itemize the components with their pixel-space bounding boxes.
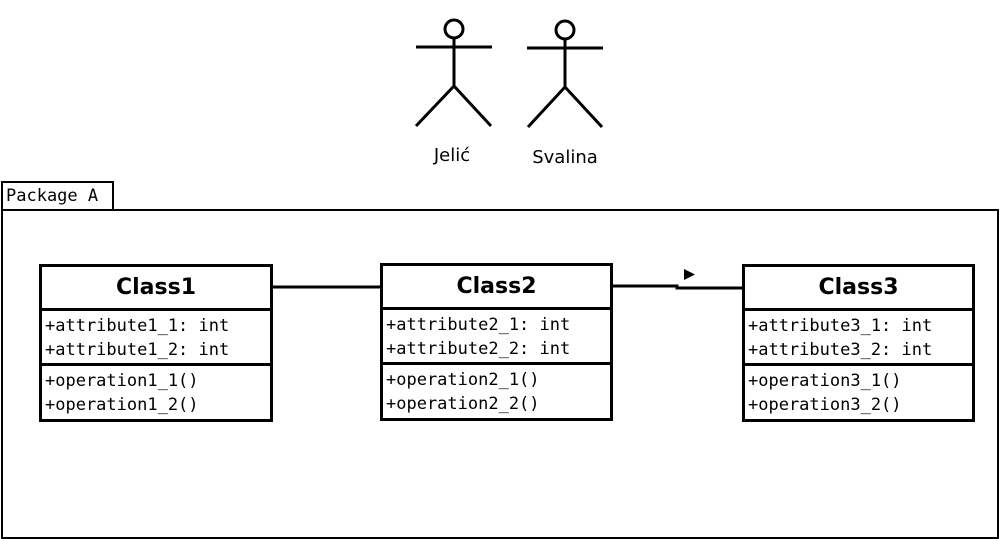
direction-arrow-icon — [684, 269, 695, 280]
actor-figure-jelic — [414, 18, 493, 128]
class-operation: +operation2_2() — [386, 394, 540, 414]
class-attribute: +attribute1_1: int — [45, 316, 230, 336]
actor-label-svalina: Svalina — [532, 147, 598, 168]
class-name: Class2 — [383, 266, 610, 310]
association-class2-class3 — [611, 269, 743, 290]
class-operation: +operation2_1() — [386, 370, 540, 390]
class-operations: +operation3_1() +operation3_2() — [745, 366, 972, 417]
class-name: Class3 — [745, 267, 972, 311]
class-attributes: +attribute2_1: int +attribute2_2: int — [383, 310, 610, 365]
actor-label-jelic: Jelić — [433, 145, 471, 166]
class-operations: +operation2_1() +operation2_2() — [383, 365, 610, 416]
class-operation: +operation1_1() — [45, 371, 199, 391]
package-label: Package A — [6, 186, 99, 206]
class-operation: +operation1_2() — [45, 395, 199, 415]
class-box-class1: Class1 +attribute1_1: int +attribute1_2:… — [39, 264, 273, 422]
class-name: Class1 — [42, 267, 270, 311]
actor-figure-svalina — [526, 19, 604, 129]
class-attribute: +attribute3_2: int — [748, 340, 933, 360]
class-attribute: +attribute2_2: int — [386, 339, 571, 359]
class-attribute: +attribute1_2: int — [45, 340, 230, 360]
class-attribute: +attribute2_1: int — [386, 315, 571, 335]
class-operation: +operation3_1() — [748, 371, 902, 391]
package-tab: Package A — [1, 181, 114, 209]
class-box-class2: Class2 +attribute2_1: int +attribute2_2:… — [380, 263, 613, 421]
class-operation: +operation3_2() — [748, 395, 902, 415]
class-attribute: +attribute3_1: int — [748, 316, 933, 336]
class-box-class3: Class3 +attribute3_1: int +attribute3_2:… — [742, 264, 975, 422]
class-operations: +operation1_1() +operation1_2() — [42, 366, 270, 417]
class-attributes: +attribute3_1: int +attribute3_2: int — [745, 311, 972, 366]
class-attributes: +attribute1_1: int +attribute1_2: int — [42, 311, 270, 366]
